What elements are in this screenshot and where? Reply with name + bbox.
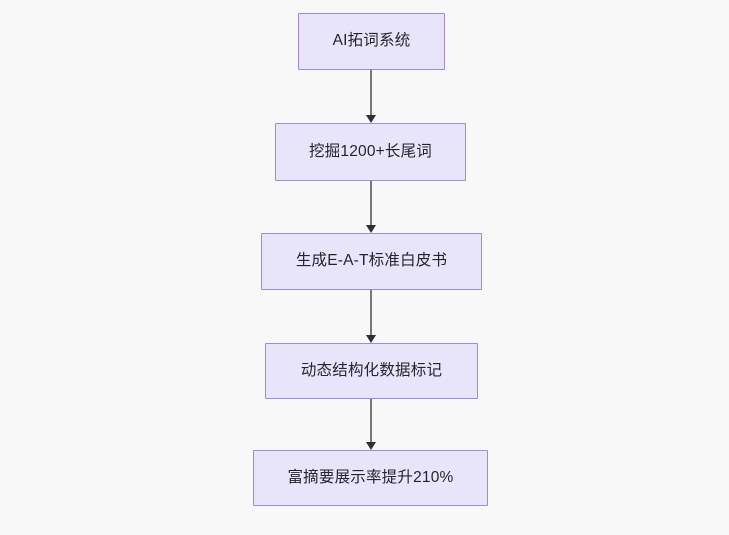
flowchart-node-generate-eat-whitepaper[interactable]: 生成E-A-T标准白皮书 xyxy=(261,233,482,290)
flowchart-node-mine-longtail-keywords[interactable]: 挖掘1200+长尾词 xyxy=(275,123,466,181)
flowchart-node-dynamic-structured-data-markup[interactable]: 动态结构化数据标记 xyxy=(265,343,478,399)
arrow-down-icon xyxy=(366,335,376,343)
arrow-down-icon xyxy=(366,442,376,450)
edge-line xyxy=(369,399,373,442)
edge-line xyxy=(369,70,373,115)
node-label: 生成E-A-T标准白皮书 xyxy=(295,252,448,270)
arrow-down-icon xyxy=(366,115,376,123)
arrow-down-icon xyxy=(366,225,376,233)
node-label: 富摘要展示率提升210% xyxy=(287,468,454,486)
edge-line xyxy=(369,290,373,335)
node-label: AI拓词系统 xyxy=(332,32,411,50)
node-label: 动态结构化数据标记 xyxy=(300,361,443,379)
node-label: 挖掘1200+长尾词 xyxy=(308,142,433,160)
edge-line xyxy=(369,181,373,225)
flowchart-node-ai-keyword-system[interactable]: AI拓词系统 xyxy=(298,13,445,70)
flowchart-node-rich-snippet-uplift[interactable]: 富摘要展示率提升210% xyxy=(253,450,488,506)
